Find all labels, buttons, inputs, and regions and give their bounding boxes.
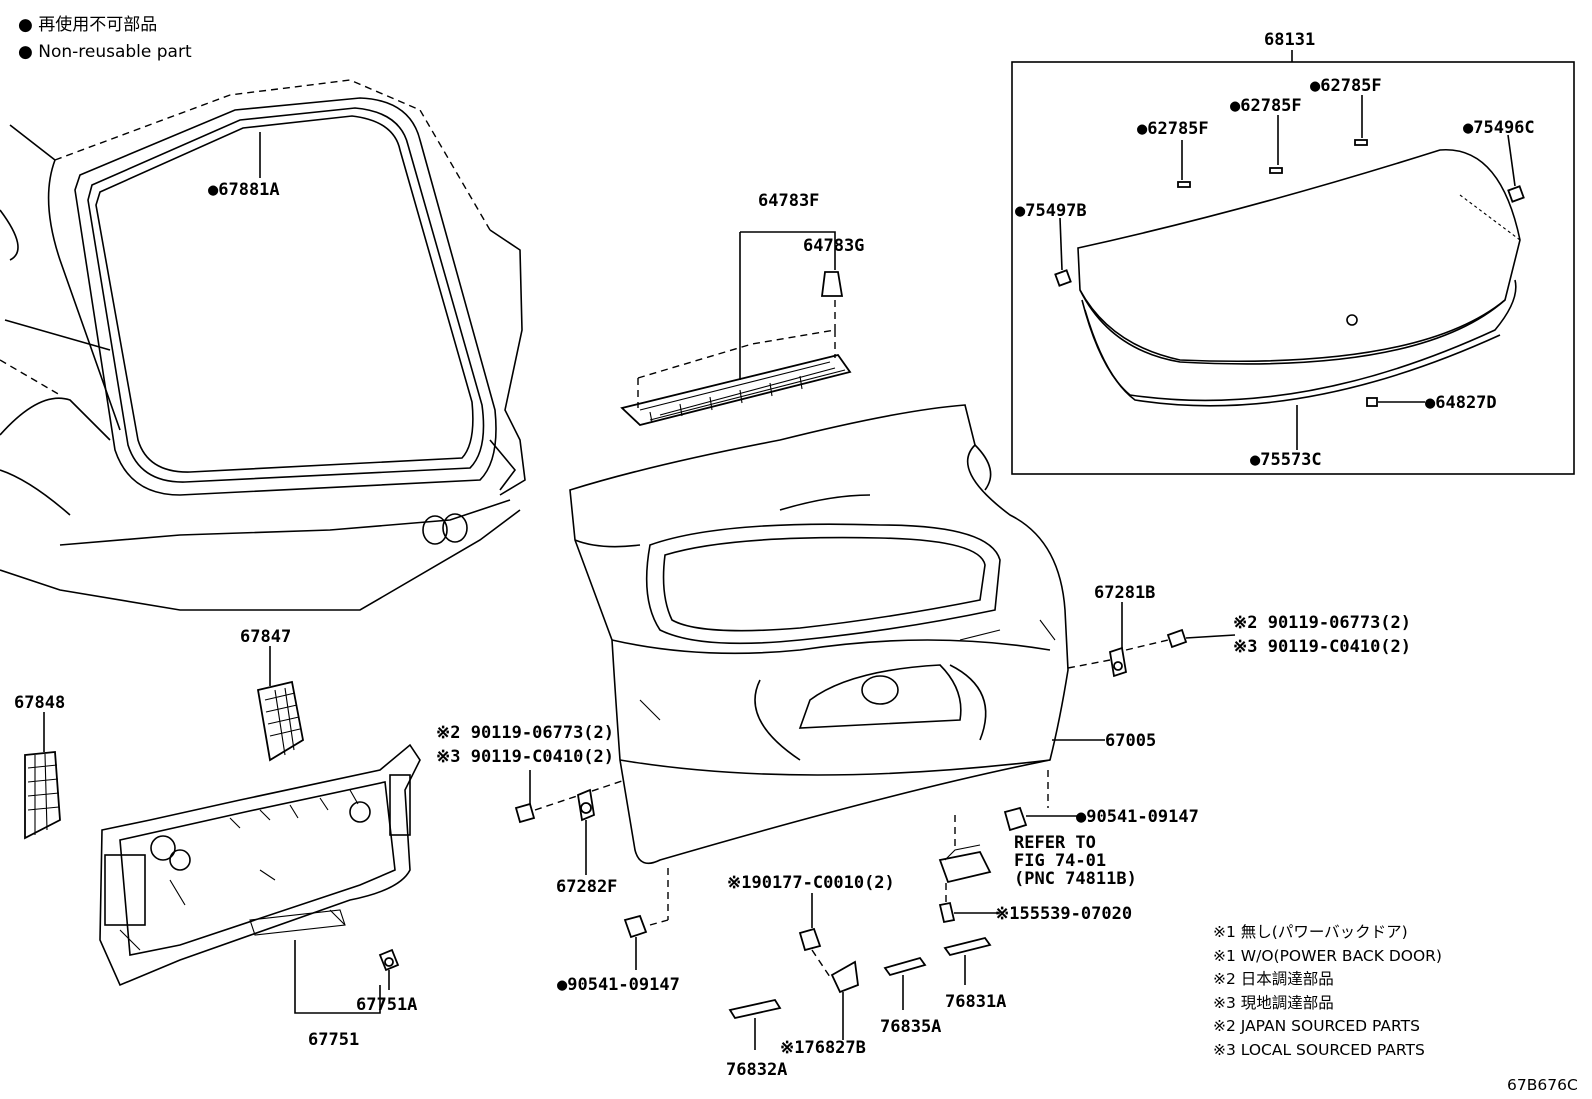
label-76827B: ※176827B bbox=[780, 1038, 866, 1058]
label-64827D: ●64827D bbox=[1425, 393, 1497, 413]
note-1: ※1 無し(パワーバックドア) bbox=[1213, 923, 1408, 941]
note-4: ※3 現地調達部品 bbox=[1213, 994, 1334, 1012]
refer-line-2: FIG 74-01 bbox=[1014, 851, 1106, 871]
label-90119-06773-right: ※2 90119-06773(2) bbox=[1233, 613, 1411, 633]
label-62785F-a: ●62785F bbox=[1137, 119, 1209, 139]
spoiler-cover bbox=[620, 271, 852, 426]
label-90119-06773-left: ※2 90119-06773(2) bbox=[436, 723, 614, 743]
label-67751: 67751 bbox=[308, 1030, 359, 1050]
leader-64783F bbox=[740, 231, 836, 270]
label-76832A: 76832A bbox=[726, 1060, 787, 1080]
back-door-trim-67751 bbox=[99, 743, 421, 987]
label-67005: 67005 bbox=[1105, 731, 1156, 751]
back-door-panel bbox=[569, 404, 1069, 865]
footnotes: ※1 無し(パワーバックドア) ※1 W/O(POWER BACK DOOR) … bbox=[1213, 923, 1442, 1059]
label-64783F: 64783F bbox=[758, 191, 819, 211]
label-67281B: 67281B bbox=[1094, 583, 1155, 603]
cover-67847 bbox=[256, 680, 305, 762]
license-lamp bbox=[938, 844, 992, 924]
striker-67281B bbox=[1108, 628, 1188, 678]
label-67282F: 67282F bbox=[556, 877, 617, 897]
cover-67848 bbox=[24, 751, 61, 840]
garnish-clip bbox=[798, 927, 859, 994]
leader-75497B bbox=[1059, 217, 1063, 271]
leader-67751 bbox=[294, 940, 381, 1014]
label-55539-07020: ※155539-07020 bbox=[995, 904, 1132, 924]
label-67847: 67847 bbox=[240, 627, 291, 647]
clip-67751A bbox=[378, 948, 400, 972]
back-door-glass bbox=[1077, 149, 1521, 407]
refer-line-1: REFER TO bbox=[1014, 833, 1096, 853]
refer-line-3: (PNC 74811B) bbox=[1014, 869, 1137, 889]
label-90119-C0410-right: ※3 90119-C0410(2) bbox=[1233, 637, 1411, 657]
label-75496C: ●75496C bbox=[1463, 118, 1535, 138]
garnish-strips bbox=[728, 936, 992, 1020]
leader-75496C bbox=[1507, 134, 1516, 187]
label-67848: 67848 bbox=[14, 693, 65, 713]
label-62785F-b: ●62785F bbox=[1230, 96, 1302, 116]
label-67751A: 67751A bbox=[356, 995, 417, 1015]
legend-jp: ● 再使用不可部品 bbox=[18, 14, 157, 35]
note-5: ※2 JAPAN SOURCED PARTS bbox=[1213, 1017, 1420, 1035]
label-67881A: ●67881A bbox=[208, 180, 280, 200]
vehicle-body-illustration bbox=[0, 79, 526, 611]
note-6: ※3 LOCAL SOURCED PARTS bbox=[1213, 1041, 1425, 1059]
label-62785F-c: ●62785F bbox=[1310, 76, 1382, 96]
label-75573C: ●75573C bbox=[1250, 450, 1322, 470]
bolt-left bbox=[514, 802, 536, 824]
glass-clips bbox=[1054, 139, 1525, 407]
note-3: ※2 日本調達部品 bbox=[1213, 970, 1334, 988]
label-75497B: ●75497B bbox=[1015, 201, 1087, 221]
bumper-stop-right bbox=[1003, 806, 1028, 832]
figure-code: 67B676C bbox=[1507, 1076, 1578, 1094]
label-90541-09147-right: ●90541-09147 bbox=[1076, 807, 1199, 827]
label-76835A: 76835A bbox=[880, 1017, 941, 1037]
bumper-stop-left bbox=[623, 914, 648, 939]
label-76831A: 76831A bbox=[945, 992, 1006, 1012]
legend-en: ● Non-reusable part bbox=[18, 42, 192, 62]
striker-67282F bbox=[576, 788, 596, 822]
glass-assembly-box bbox=[1011, 61, 1575, 475]
label-68131: 68131 bbox=[1264, 30, 1315, 50]
label-64783G: 64783G bbox=[803, 236, 864, 256]
label-90177-C0010: ※190177-C0010(2) bbox=[727, 873, 895, 893]
note-2: ※1 W/O(POWER BACK DOOR) bbox=[1213, 947, 1442, 965]
label-90119-C0410-left: ※3 90119-C0410(2) bbox=[436, 747, 614, 767]
label-90541-09147-left: ●90541-09147 bbox=[557, 975, 680, 995]
